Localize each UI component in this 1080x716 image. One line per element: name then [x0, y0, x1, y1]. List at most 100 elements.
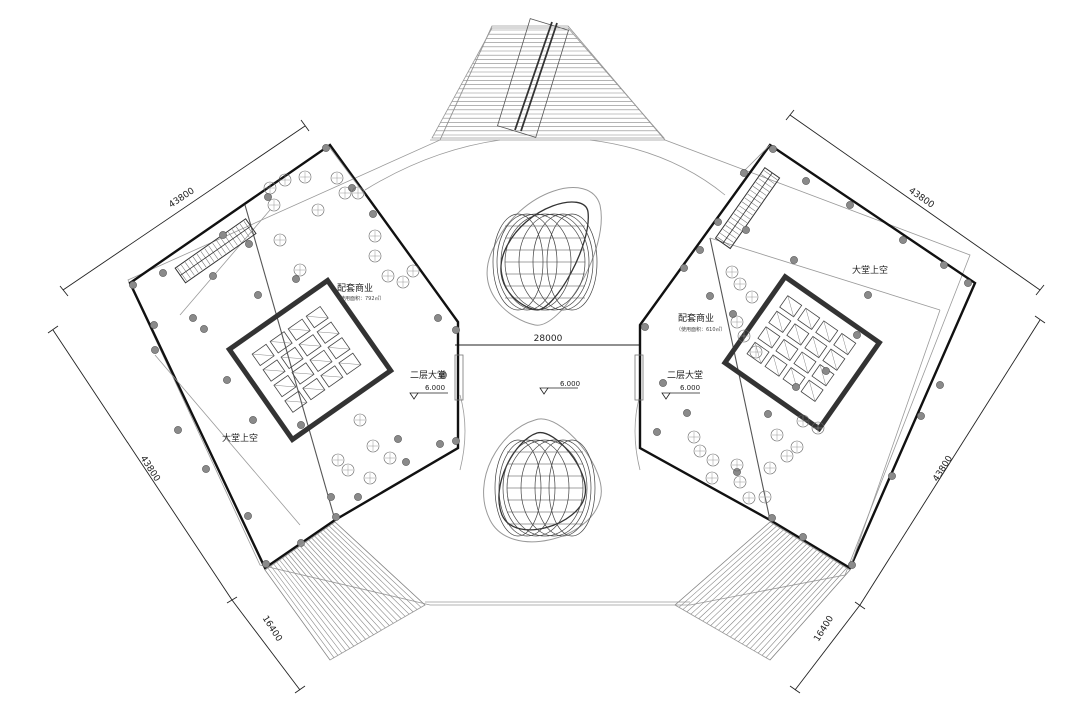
structural-column	[262, 560, 270, 568]
stair-step-line	[314, 535, 398, 622]
core-cell-cross	[338, 362, 361, 365]
right-level-label: 6.000	[680, 384, 700, 392]
core-cell	[775, 338, 799, 362]
stair-step-line	[267, 567, 335, 658]
structural-column	[768, 514, 776, 522]
right-lobby-label: 二层大堂	[667, 369, 703, 381]
structural-column	[159, 269, 167, 277]
stair-step-line	[702, 535, 794, 622]
stair-step-line	[674, 521, 771, 606]
table-circle	[363, 471, 377, 485]
right-side-dim-label: 43800	[931, 454, 955, 484]
core-cells	[251, 305, 362, 413]
core-cell	[764, 354, 788, 377]
core-cell	[320, 365, 344, 388]
table-circle	[368, 249, 382, 263]
stair-step-line	[302, 543, 382, 631]
core-cell-cross	[263, 369, 286, 372]
core-cell-cross	[252, 353, 275, 357]
structural-column	[769, 145, 777, 153]
core-cell-cross	[801, 351, 809, 374]
stair-step-line	[291, 551, 366, 640]
structural-column	[434, 314, 442, 322]
stair-step-line	[285, 555, 358, 645]
table-circle	[267, 198, 281, 212]
stair-step-line	[722, 545, 811, 633]
top-left-dim-label: 43800	[167, 186, 197, 210]
stair-step-line	[694, 531, 787, 617]
core-cell-cross	[273, 385, 296, 388]
core-cell	[804, 335, 828, 359]
structural-column	[150, 321, 158, 329]
stair-step-line	[308, 539, 390, 626]
core-cell-cross	[823, 320, 830, 343]
table-circle	[381, 269, 395, 283]
center-span-label: 28000	[534, 334, 563, 344]
structural-column	[822, 367, 830, 375]
center-dimension: 28000	[455, 334, 640, 346]
structural-column	[151, 346, 159, 354]
core-cell	[800, 379, 824, 402]
stair-step-line	[305, 541, 386, 629]
core-cell-cross	[841, 333, 848, 355]
center-level-mark: 6.000	[539, 380, 580, 395]
table-circle	[368, 229, 382, 243]
stair-step-line	[273, 563, 343, 654]
structural-column	[641, 323, 649, 331]
core-cell	[815, 320, 839, 343]
table-circle	[687, 430, 701, 444]
right-level-mark: 6.000	[661, 384, 700, 400]
structural-column	[292, 275, 300, 283]
core-cell	[782, 367, 806, 390]
core-cell-cross	[830, 349, 838, 371]
structural-column	[223, 376, 231, 384]
structural-column	[653, 428, 661, 436]
table-circle	[705, 471, 719, 485]
stair-step-line	[753, 561, 837, 652]
stair-step-line	[718, 543, 807, 631]
structural-column	[864, 291, 872, 299]
structural-column	[219, 231, 227, 239]
table-circle	[790, 440, 804, 454]
stair-step-line	[270, 565, 339, 656]
structural-column	[249, 416, 257, 424]
structural-column	[888, 472, 896, 480]
stair-step-line	[334, 521, 426, 606]
right-atrium-label: 大堂上空	[852, 264, 888, 276]
core-cell	[302, 377, 326, 401]
stair-step-line	[698, 533, 791, 619]
core-cell	[298, 334, 322, 357]
stair-step-line	[282, 557, 354, 647]
table-circle	[341, 463, 355, 477]
structural-column	[439, 371, 447, 379]
stair-step-line	[738, 553, 824, 642]
stair-step-line	[714, 541, 804, 629]
structural-column	[209, 272, 217, 280]
core-cell-cross	[812, 336, 819, 358]
stair-step-line	[734, 551, 821, 640]
structural-column	[244, 512, 252, 520]
core-cell	[822, 348, 846, 371]
core-cell-cross	[299, 344, 322, 347]
structural-column	[764, 410, 772, 418]
center-level-label: 6.000	[560, 380, 580, 388]
stair-step-line	[742, 555, 827, 645]
table-circle	[725, 265, 739, 279]
structural-column	[659, 379, 667, 387]
core-cell	[309, 349, 333, 373]
left-level-mark: 6.000	[409, 384, 448, 400]
escalator-divider	[180, 225, 252, 276]
table-circle	[730, 315, 744, 329]
table-circle	[745, 290, 759, 304]
stair-step-line	[706, 537, 797, 624]
stair-step-line	[288, 553, 362, 642]
table-circle	[749, 345, 763, 359]
table-circle	[331, 453, 345, 467]
stair-step-line	[730, 549, 817, 638]
left-building	[128, 143, 460, 570]
structural-column	[189, 314, 197, 322]
stair-step-line	[323, 529, 410, 615]
structural-column	[848, 561, 856, 569]
structural-column	[394, 435, 402, 443]
core-cell-cross	[281, 356, 304, 359]
